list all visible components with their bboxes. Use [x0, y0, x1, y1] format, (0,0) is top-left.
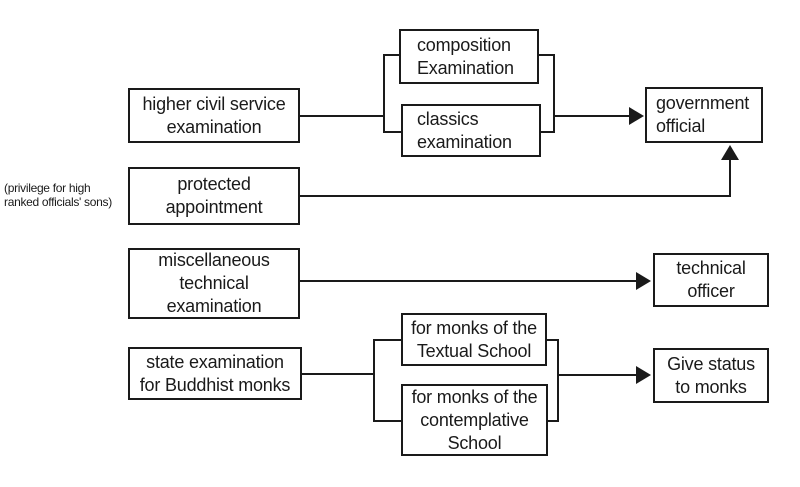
box-monks-contemplative-school: for monks of the contemplative School — [401, 384, 548, 456]
connector-bracket-to-government — [553, 115, 629, 117]
bracket-monks-right-vertical — [557, 339, 559, 422]
bracket-stub-textual-left — [373, 339, 401, 341]
bracket-stub-classics-right — [539, 131, 555, 133]
bracket-stub-classics-left — [383, 131, 401, 133]
bracket-stub-composition-right — [537, 54, 555, 56]
box-technical-officer: technical officer — [653, 253, 769, 307]
bracket-civil-left-vertical — [383, 54, 385, 133]
box-protected-appointment: protected appointment — [128, 167, 300, 225]
connector-misc-to-technical — [300, 280, 637, 282]
box-composition-examination: composition Examination — [399, 29, 539, 84]
box-higher-civil-service-examination: higher civil service examination — [128, 88, 300, 143]
box-give-status-to-monks: Give status to monks — [653, 348, 769, 403]
connector-protected-horizontal — [300, 195, 731, 197]
privilege-note: (privilege for high ranked officials' so… — [4, 181, 112, 209]
bracket-stub-composition-left — [383, 54, 399, 56]
bracket-monks-left-vertical — [373, 339, 375, 422]
arrowhead-up-to-government-official-icon — [721, 145, 739, 160]
connector-bracket-to-givestatus — [557, 374, 636, 376]
bracket-stub-textual-right — [545, 339, 559, 341]
arrowhead-to-give-status-icon — [636, 366, 651, 384]
arrowhead-to-government-official-icon — [629, 107, 644, 125]
arrowhead-to-technical-officer-icon — [636, 272, 651, 290]
connector-protected-vertical — [729, 158, 731, 197]
connector-highercivil-to-bracket — [300, 115, 385, 117]
connector-stateexam-to-bracket — [300, 373, 375, 375]
box-government-official: government official — [645, 87, 763, 143]
box-miscellaneous-technical-examination: miscellaneous technical examination — [128, 248, 300, 319]
box-state-examination-for-buddhist-monks: state examination for Buddhist monks — [128, 347, 302, 400]
box-monks-textual-school: for monks of the Textual School — [401, 313, 547, 366]
box-classics-examination: classics examination — [401, 104, 541, 157]
bracket-stub-contemplative-right — [546, 420, 559, 422]
bracket-stub-contemplative-left — [373, 420, 401, 422]
bracket-civil-right-vertical — [553, 54, 555, 133]
